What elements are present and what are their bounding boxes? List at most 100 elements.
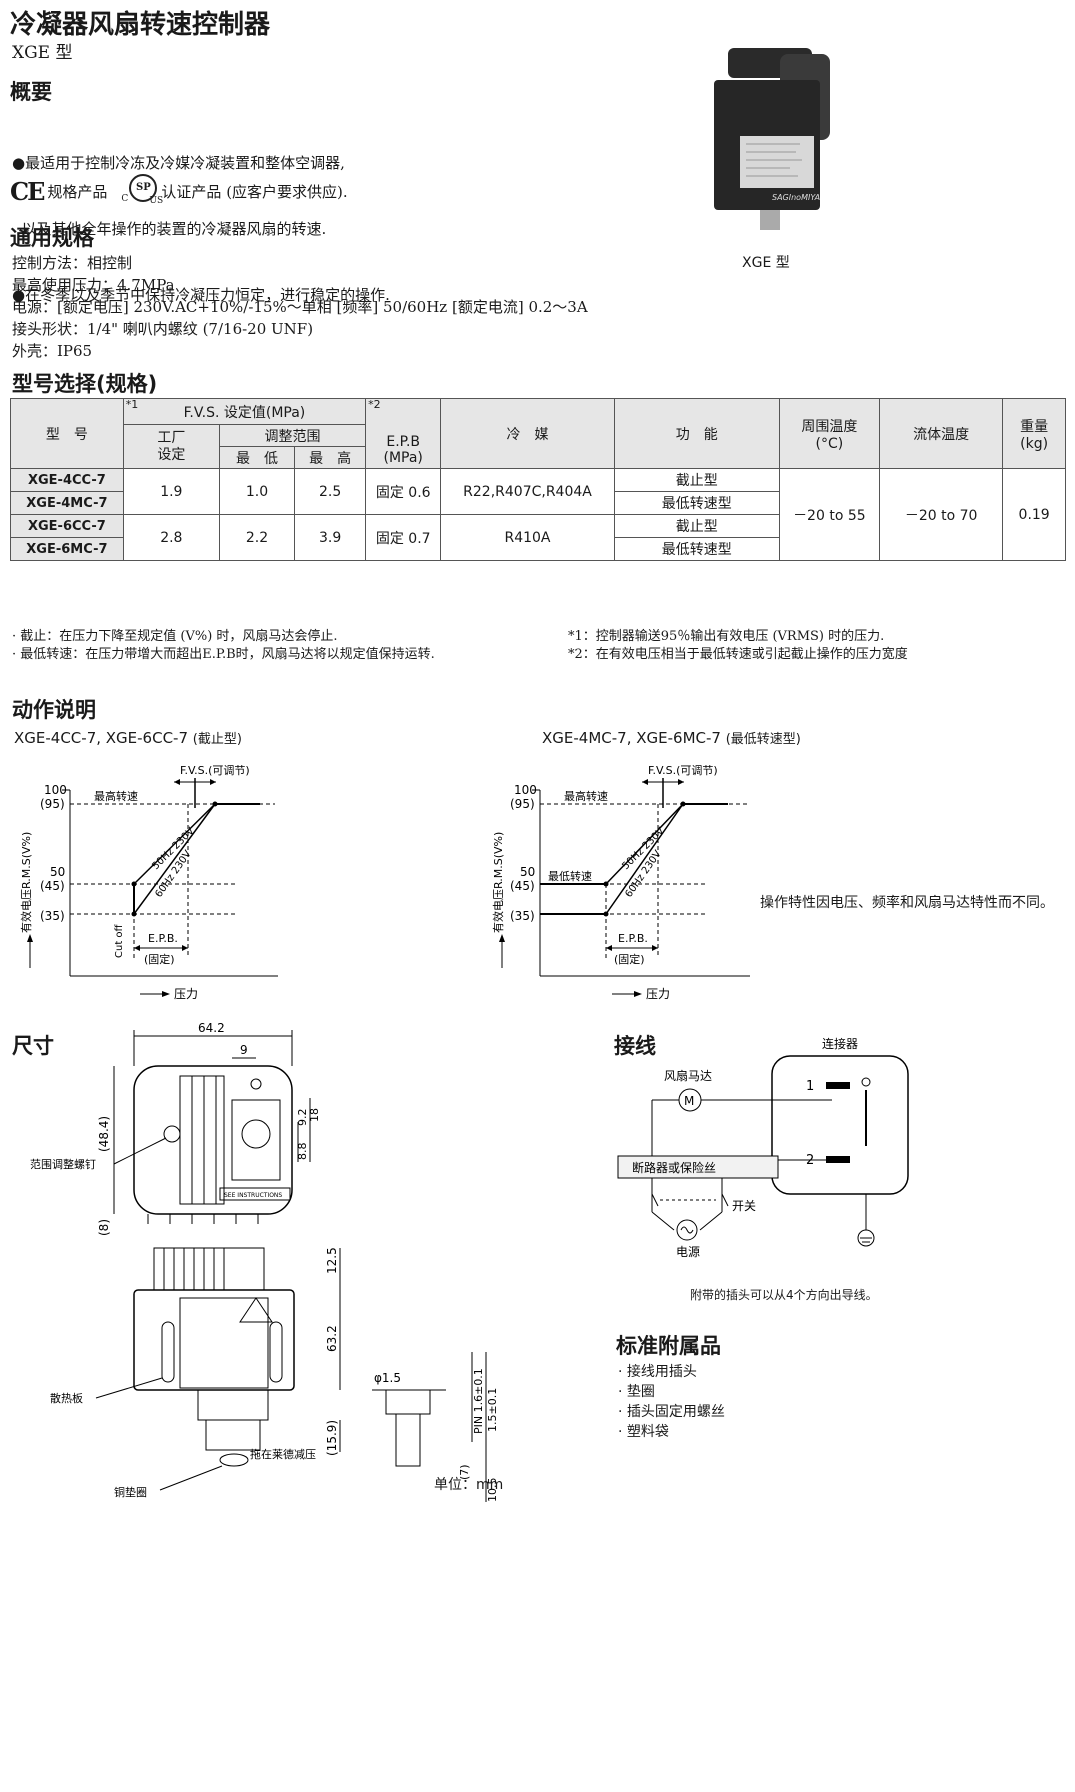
col-fluid: 流体温度 — [878, 398, 1004, 469]
left-chart-title: XGE-4CC-7, XGE-6CC-7 (截止型) — [14, 729, 242, 747]
dim-1-5: 1.5±0.1 — [486, 1388, 499, 1432]
general-spec-list: 控制方法：相控制 最高使用压力：4.7MPa 电源：[额定电压] 230V.AC… — [12, 252, 588, 362]
fixed-label: (固定) — [144, 952, 175, 966]
cell-weight: 0.19 — [1002, 468, 1066, 561]
wiring-note: 附带的插头可以从4个方向出导线。 — [690, 1288, 878, 1302]
table-note: *1：控制器输送95％输出有效电压 (VRMS) 时的压力. — [568, 629, 885, 644]
col-weight: 重量 (kg) — [1002, 398, 1066, 469]
col-factory: 工厂 设定 — [122, 424, 220, 469]
tick-100: 100 — [44, 783, 67, 797]
dimensions-heading: 尺寸 — [12, 1034, 54, 1058]
dim-9-2: 9.2 — [296, 1109, 309, 1127]
col-max: 最 高 — [294, 446, 367, 469]
col-model: 型 号 — [10, 398, 124, 469]
overview-heading: 概要 — [10, 80, 52, 104]
cell-ambient: －20 to 55 — [778, 468, 881, 561]
model-table: 型 号 *1 F.V.S. 设定值(MPa) *2 E.P.B (MPa) 冷 … — [10, 398, 1066, 561]
ce-mark-icon: CE — [10, 176, 45, 206]
epb-label: E.P.B. — [148, 932, 178, 945]
csa-mark-icon: SP C US — [121, 174, 163, 208]
tick-95: (95) — [40, 797, 65, 811]
col-epb: *2 E.P.B (MPa) — [365, 398, 442, 469]
pressure-label: 压力 — [646, 987, 670, 1001]
col-refrigerant: 冷 媒 — [440, 398, 615, 469]
gasket-label: 铜垫圈 — [114, 1485, 147, 1499]
tick-50: 50 — [520, 865, 535, 879]
screw-label: 范围调整螺钉 — [30, 1157, 96, 1171]
fixed-label: (固定) — [614, 952, 645, 966]
wiring-heading: 接线 — [614, 1034, 656, 1058]
overview-bullets: ●最适用于控制冷冻及冷媒冷凝装置和整体空调器, 以及其他全年操作的装置的冷凝器风… — [12, 108, 390, 328]
dim-8: (8) — [97, 1219, 111, 1236]
operation-heading: 动作说明 — [12, 698, 96, 722]
y-axis-label: 有效电压R.M.S(V%) — [19, 832, 33, 933]
col-range: 调整范围 — [218, 424, 367, 447]
overview-bullet: ●在冬季以及季节中保持冷凝压力恒定，进行稳定的操作. — [12, 286, 390, 304]
table-row-model: XGE-6MC-7 — [10, 537, 124, 561]
overview-bullet: ●最适用于控制冷冻及冷媒冷凝装置和整体空调器, — [12, 154, 345, 172]
right-chart-title: XGE-4MC-7, XGE-6MC-7 (最低转速型) — [542, 729, 801, 747]
cell-function: 最低转速型 — [613, 491, 780, 515]
dim-63-2: 63.2 — [325, 1325, 339, 1352]
model-table-heading: 型号选择(规格) — [12, 372, 158, 396]
table-note: *2：在有效电压相当于最低转速或引起截止操作的压力宽度 — [568, 647, 908, 662]
col-function: 功 能 — [613, 398, 780, 469]
dim-18: 18 — [308, 1108, 321, 1122]
y-axis-label: 有效电压R.M.S(V%) — [491, 832, 505, 933]
product-photo: SAGInoMIYA — [700, 40, 850, 240]
power-label: 电源 — [676, 1245, 700, 1259]
cell-function: 最低转速型 — [613, 537, 780, 561]
table-notes-left: · 截止：在压力下降至规定值 (V%) 时，风扇马达会停止. · 最低转速：在压… — [12, 628, 435, 664]
col-min: 最 低 — [218, 446, 296, 469]
dimension-drawing: SEE INSTRUCTIONS 64.2 9 (48.4) (8) 8.8 9… — [30, 1022, 499, 1502]
certification-row: CE 规格产品 SP C US 认证产品 (应客户要求供应). — [10, 174, 348, 208]
cell-refrigerant: R22,R407C,R404A — [440, 468, 615, 515]
tick-50: 50 — [50, 865, 65, 879]
min-speed-chart: F.V.S.(可调节) 100 (95) 50 (45) (35) 最高转速 最… — [491, 764, 750, 1001]
motor-icon: M — [684, 1094, 694, 1108]
dim-pin: PIN 1.6±0.1 — [472, 1368, 485, 1434]
photo-caption: XGE 型 — [742, 255, 790, 271]
page-title: 冷凝器风扇转速控制器 — [10, 10, 271, 40]
min-speed-label: 最低转速 — [548, 869, 592, 883]
dim-64-2: 64.2 — [198, 1022, 225, 1035]
cell-max: 3.9 — [294, 514, 367, 561]
dim-15-9: (15.9) — [325, 1420, 339, 1456]
col-ambient: 周围温度 (°C) — [778, 398, 881, 469]
cell-function: 截止型 — [613, 514, 780, 538]
dim-7: (7) — [458, 1464, 471, 1480]
table-notes-right: *1：控制器输送95％输出有效电压 (VRMS) 时的压力. *2：在有效电压相… — [568, 628, 908, 664]
accessory-item: · 接线用插头 — [618, 1364, 697, 1380]
fan-motor-label: 风扇马达 — [664, 1068, 712, 1083]
brand-logo-text: SAGInoMIYA — [772, 193, 820, 202]
table-row-model: XGE-6CC-7 — [10, 514, 124, 538]
spec-line: 控制方法：相控制 — [12, 254, 133, 272]
dim-8-8: 8.8 — [296, 1143, 309, 1161]
overview-bullet: 以及其他全年操作的装置的冷凝器风扇的转速. — [12, 220, 327, 238]
tick-35: (35) — [40, 909, 65, 923]
accessories-heading: 标准附属品 — [616, 1334, 721, 1358]
operation-remark: 操作特性因电压、频率和风扇马达特性而不同。 — [760, 895, 1054, 911]
tick-95: (95) — [510, 797, 535, 811]
pin-1-label: 1 — [806, 1079, 814, 1094]
switch-label: 开关 — [732, 1199, 756, 1213]
cutoff-label: Cut off — [114, 923, 125, 958]
max-speed-label: 最高转速 — [564, 789, 608, 803]
page-subtitle: XGE 型 — [12, 43, 73, 63]
breaker-label: 断路器或保险丝 — [632, 1160, 716, 1175]
connector-label: 连接器 — [822, 1036, 858, 1051]
cell-epb: 固定 0.6 — [365, 468, 442, 515]
cell-fluid: －20 to 70 — [878, 468, 1004, 561]
accessory-item: · 垫圈 — [618, 1384, 655, 1400]
cell-epb: 固定 0.7 — [365, 514, 442, 561]
dim-phi-1-5: φ1.5 — [374, 1371, 401, 1385]
cell-factory: 2.8 — [122, 514, 220, 561]
dim-12-5: 12.5 — [325, 1247, 339, 1274]
col-fvs: *1 F.V.S. 设定值(MPa) — [122, 398, 367, 425]
spec-line: 电源：[额定电压] 230V.AC+10%/-15%～单相 [频率] 50/60… — [12, 298, 588, 316]
tick-100: 100 — [514, 783, 537, 797]
wiring-diagram: 连接器 风扇马达 M 1 2 断路器或保险丝 开关 电源 — [617, 1036, 909, 1259]
tick-35: (35) — [510, 909, 535, 923]
cell-refrigerant: R410A — [440, 514, 615, 561]
cell-min: 1.0 — [218, 468, 296, 515]
